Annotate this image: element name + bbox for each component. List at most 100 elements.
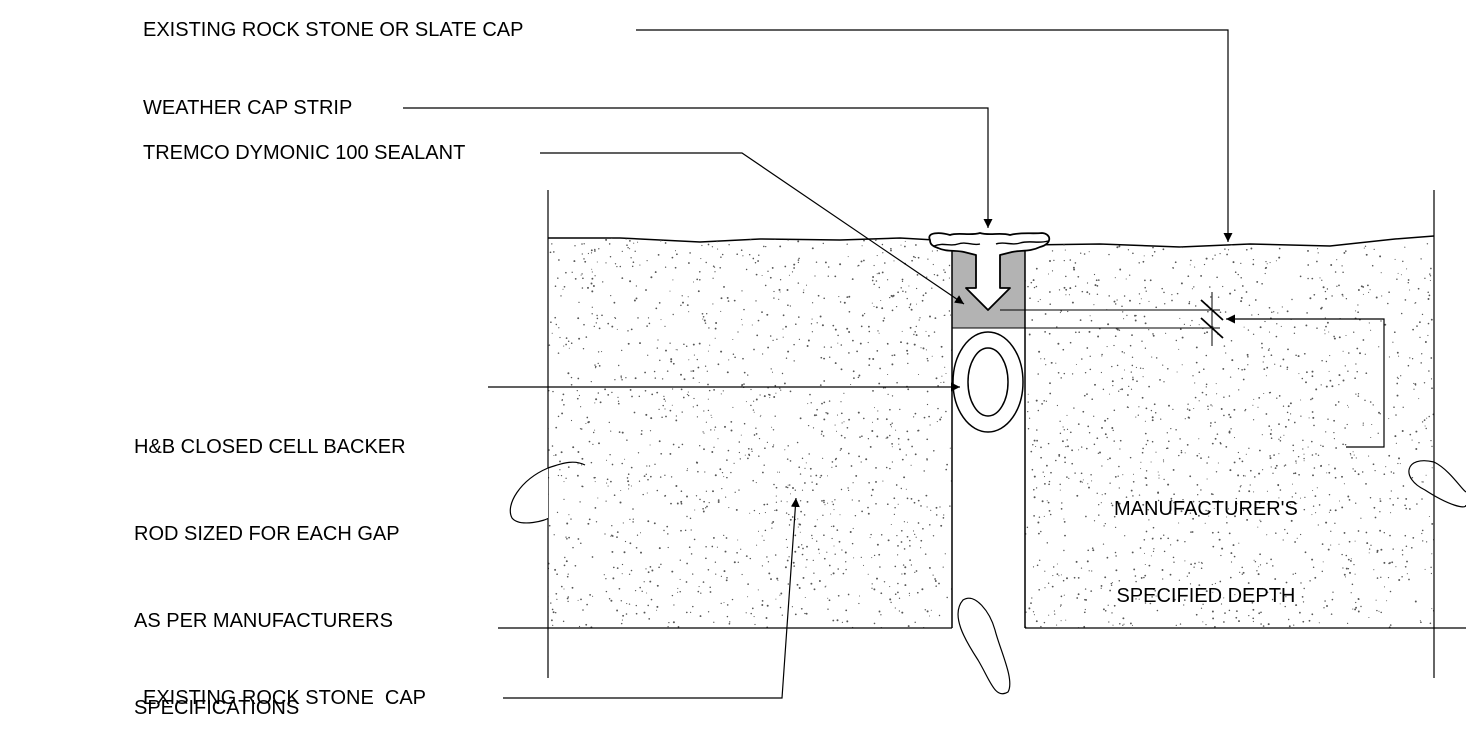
stipple-dot bbox=[1140, 576, 1143, 579]
stipple-dot bbox=[1088, 293, 1091, 295]
stipple-dot bbox=[825, 585, 827, 587]
stipple-dot bbox=[1059, 605, 1062, 607]
stipple-dot bbox=[839, 301, 842, 303]
stipple-dot bbox=[619, 265, 622, 268]
stipple-dot bbox=[1431, 522, 1434, 525]
stipple-dot bbox=[730, 421, 733, 423]
stipple-dot bbox=[656, 391, 659, 394]
stipple-dot bbox=[1040, 530, 1042, 533]
stipple-dot bbox=[611, 525, 613, 527]
stipple-dot bbox=[1104, 522, 1106, 525]
stipple-dot bbox=[802, 576, 805, 579]
stipple-dot bbox=[1271, 598, 1274, 601]
stipple-dot bbox=[1302, 448, 1304, 450]
stipple-dot bbox=[793, 360, 795, 362]
stipple-dot bbox=[1338, 374, 1341, 377]
stipple-dot bbox=[608, 421, 610, 424]
stipple-dot bbox=[576, 474, 579, 477]
stipple-dot bbox=[693, 538, 696, 541]
stipple-dot bbox=[813, 414, 816, 417]
stipple-dot bbox=[592, 443, 594, 446]
stipple-dot bbox=[1368, 322, 1370, 324]
stipple-dot bbox=[1124, 535, 1126, 537]
stipple-dot bbox=[632, 261, 635, 264]
stipple-dot bbox=[721, 253, 724, 256]
stipple-dot bbox=[1426, 243, 1429, 245]
stipple-dot bbox=[904, 240, 906, 242]
stipple-dot bbox=[1214, 582, 1216, 585]
stipple-dot bbox=[630, 485, 632, 487]
stipple-dot bbox=[696, 416, 699, 418]
stipple-dot bbox=[761, 600, 764, 602]
stipple-dot bbox=[930, 509, 932, 511]
stipple-dot bbox=[576, 389, 578, 392]
stipple-dot bbox=[647, 520, 650, 523]
stipple-dot bbox=[1252, 404, 1254, 406]
stipple-dot bbox=[1238, 389, 1240, 391]
stipple-dot bbox=[1144, 477, 1147, 479]
stipple-dot bbox=[1252, 419, 1255, 421]
stipple-dot bbox=[1427, 322, 1430, 325]
stipple-dot bbox=[1066, 439, 1068, 441]
stipple-dot bbox=[1075, 331, 1077, 334]
stipple-dot bbox=[794, 534, 797, 537]
stipple-dot bbox=[1213, 507, 1215, 510]
stipple-dot bbox=[1326, 288, 1329, 290]
stipple-dot bbox=[914, 256, 916, 259]
stipple-dot bbox=[1211, 583, 1213, 586]
stipple-dot bbox=[610, 295, 612, 297]
stipple-dot bbox=[706, 370, 708, 372]
stipple-dot bbox=[1031, 468, 1034, 471]
stipple-dot bbox=[689, 252, 691, 254]
stipple-dot bbox=[885, 466, 888, 469]
stipple-dot bbox=[936, 250, 938, 252]
stipple-dot bbox=[1357, 311, 1359, 314]
stipple-dot bbox=[594, 250, 596, 252]
stipple-dot bbox=[629, 542, 632, 545]
stipple-dot bbox=[654, 463, 656, 466]
stipple-dot bbox=[1212, 617, 1215, 620]
stipple-dot bbox=[833, 545, 835, 547]
stipple-dot bbox=[929, 524, 931, 526]
stipple-dot bbox=[1110, 502, 1113, 504]
stipple-dot bbox=[1354, 608, 1357, 611]
stipple-dot bbox=[628, 488, 630, 490]
stipple-dot bbox=[873, 283, 875, 285]
stipple-dot bbox=[852, 527, 854, 530]
stipple-dot bbox=[879, 367, 881, 370]
stipple-dot bbox=[578, 337, 581, 340]
stipple-dot bbox=[702, 316, 705, 318]
stipple-dot bbox=[581, 287, 584, 289]
stipple-dot bbox=[1033, 475, 1036, 478]
stipple-dot bbox=[1428, 370, 1430, 372]
stipple-dot bbox=[1080, 252, 1082, 254]
stipple-dot bbox=[590, 380, 592, 383]
stipple-dot bbox=[664, 266, 667, 268]
stipple-dot bbox=[806, 345, 809, 347]
stipple-dot bbox=[1341, 293, 1344, 296]
stipple-dot bbox=[1106, 436, 1108, 439]
stipple-dot bbox=[661, 416, 663, 419]
stipple-dot bbox=[928, 615, 931, 617]
stipple-dot bbox=[670, 360, 673, 363]
stipple-dot bbox=[789, 460, 792, 462]
stipple-dot bbox=[680, 529, 682, 532]
stipple-dot bbox=[1242, 474, 1245, 477]
stipple-dot bbox=[823, 534, 825, 537]
stipple-dot bbox=[1151, 419, 1154, 422]
stipple-dot bbox=[1037, 532, 1040, 535]
stipple-dot bbox=[1163, 550, 1166, 553]
stipple-dot bbox=[1375, 296, 1378, 299]
stipple-dot bbox=[698, 381, 700, 384]
stipple-dot bbox=[1114, 526, 1117, 529]
stipple-dot bbox=[846, 620, 849, 623]
stipple-dot bbox=[1334, 467, 1336, 470]
stipple-dot bbox=[634, 589, 637, 592]
stipple-dot bbox=[1047, 501, 1050, 504]
stipple-dot bbox=[890, 523, 892, 526]
stipple-dot bbox=[1416, 503, 1418, 505]
stipple-dot bbox=[1037, 300, 1039, 303]
stipple-dot bbox=[1051, 362, 1053, 364]
stipple-dot bbox=[1286, 310, 1289, 313]
stipple-dot bbox=[848, 352, 850, 354]
